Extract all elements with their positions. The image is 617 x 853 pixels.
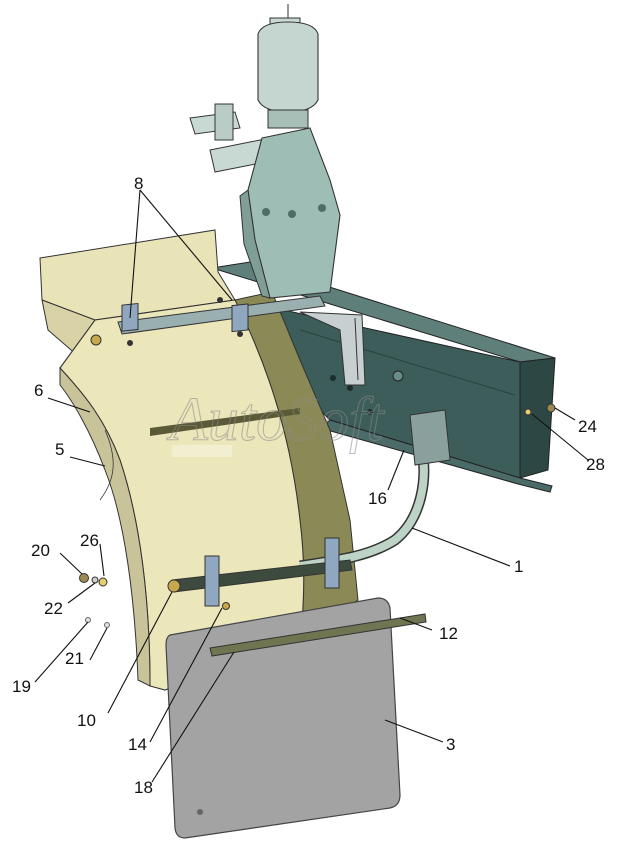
callout-3: 3 <box>446 735 455 754</box>
callout-14: 14 <box>128 735 147 754</box>
callout-12: 12 <box>439 624 458 643</box>
callout-21: 24 <box>578 417 597 436</box>
callout-28: 28 <box>586 455 605 474</box>
callout-8: 8 <box>134 174 143 193</box>
callout-20: 20 <box>31 541 50 560</box>
callout-19: 19 <box>12 677 31 696</box>
callout-10: 10 <box>77 711 96 730</box>
watermark-text: AutoSoft <box>166 386 385 454</box>
callout-26: 22 <box>44 599 63 618</box>
callout-16: 16 <box>368 489 387 508</box>
fasteners <box>79 403 556 628</box>
leader-lines <box>34 189 589 783</box>
callout-24: 26 <box>80 531 99 550</box>
mudflap <box>165 597 427 839</box>
callout-6: 6 <box>34 381 43 400</box>
valve-mechanism <box>189 4 366 386</box>
callout-labels: 8 6 5 24 28 16 1 20 26 22 19 21 10 14 12… <box>12 174 605 797</box>
support-pipe <box>167 409 451 610</box>
callout-22: 21 <box>65 649 84 668</box>
callout-1: 1 <box>514 557 523 576</box>
callout-5: 5 <box>55 440 64 459</box>
callout-18: 18 <box>134 778 153 797</box>
